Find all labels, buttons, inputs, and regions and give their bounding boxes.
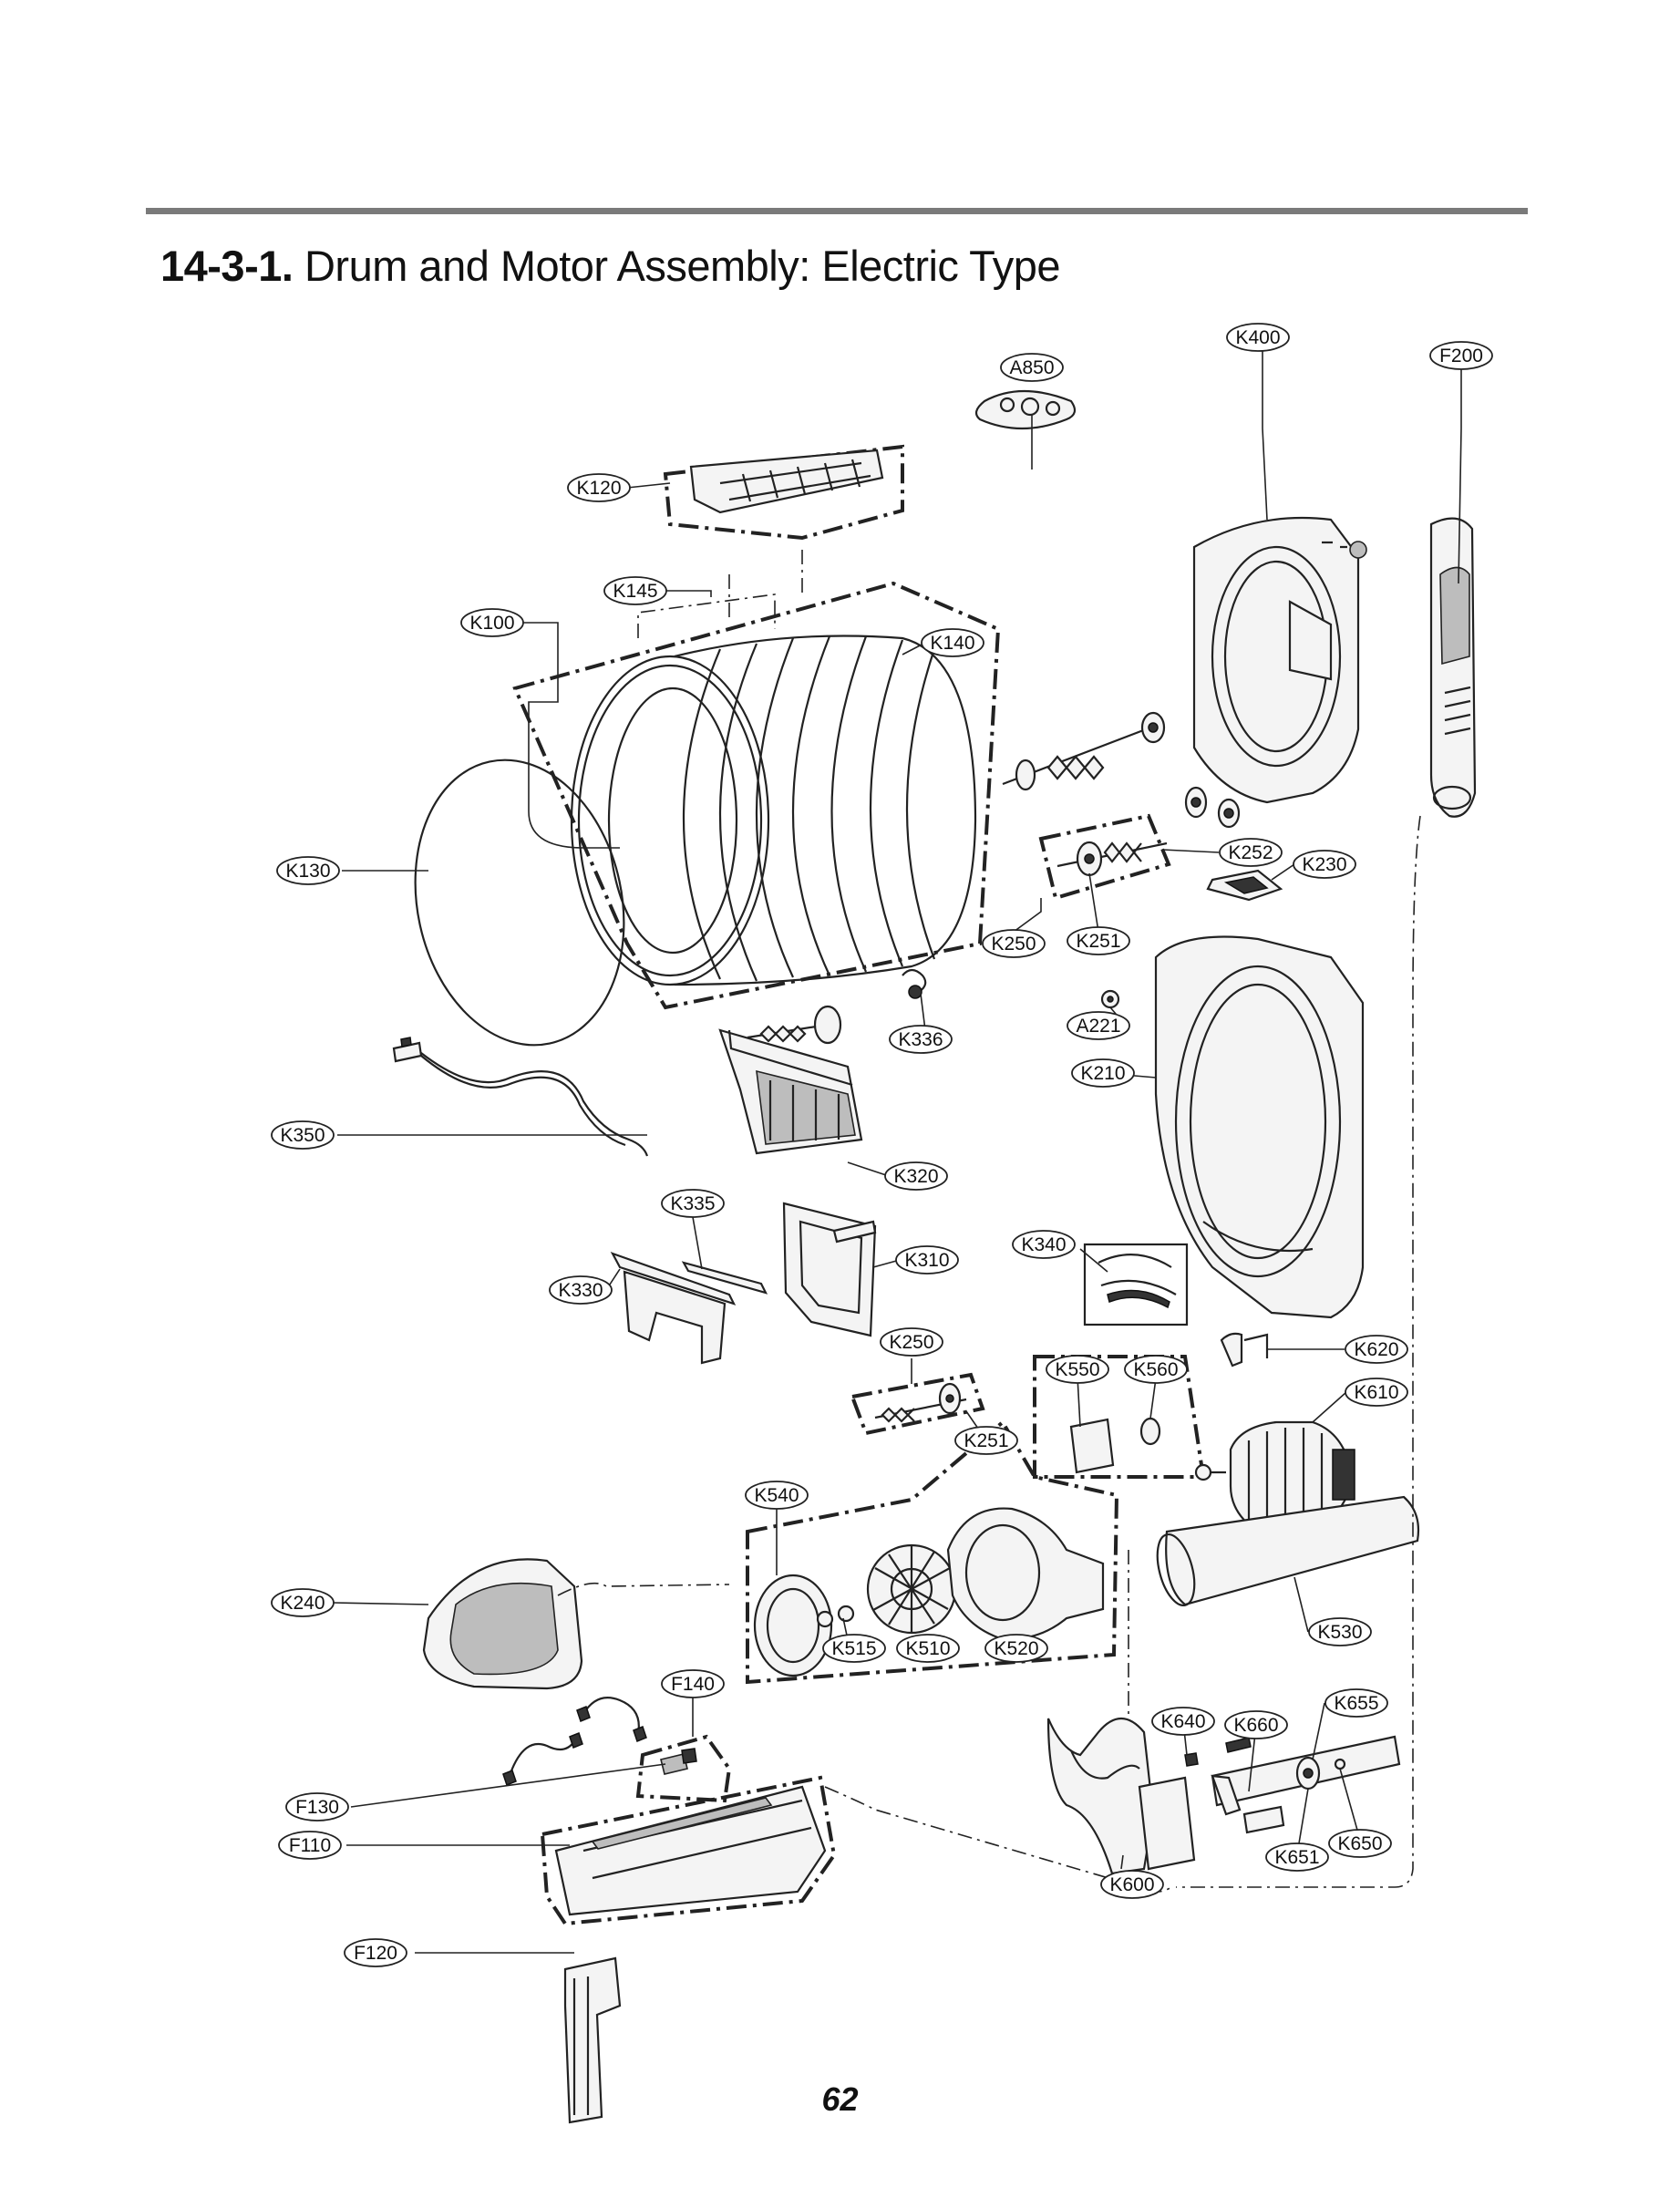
page-title: 14-3-1. Drum and Motor Assembly: Electri…	[160, 241, 1061, 291]
part-label-text: K610	[1354, 1382, 1398, 1403]
part-label-k655: K655	[1324, 1688, 1388, 1718]
part-label-text: K250	[889, 1332, 933, 1353]
part-label-k210: K210	[1071, 1058, 1135, 1088]
part-label-text: K252	[1228, 842, 1273, 863]
part-label-k640: K640	[1151, 1707, 1215, 1736]
part-label-f120: F120	[344, 1938, 407, 1967]
part-label-k550: K550	[1046, 1355, 1109, 1384]
part-label-text: F130	[295, 1797, 339, 1818]
part-label-k140: K140	[921, 628, 984, 657]
part-label-k100: K100	[460, 608, 524, 637]
section-number: 14-3-1.	[160, 242, 294, 290]
part-label-k310: K310	[895, 1245, 959, 1275]
part-label-text: K310	[904, 1250, 949, 1271]
part-label-text: K350	[280, 1125, 325, 1146]
part-label-text: K620	[1354, 1339, 1398, 1360]
part-label-text: K600	[1109, 1874, 1154, 1895]
part-label-text: K250	[991, 934, 1036, 955]
part-label-k251: K251	[1067, 926, 1130, 955]
part-label-text: K655	[1334, 1693, 1378, 1714]
part-label-k251: K251	[954, 1426, 1018, 1455]
part-label-a850: A850	[1000, 353, 1064, 382]
part-label-text: K540	[754, 1485, 799, 1506]
part-label-f200: F200	[1429, 341, 1493, 370]
part-label-text: K640	[1160, 1711, 1205, 1732]
part-label-k130: K130	[276, 856, 340, 885]
part-label-k540: K540	[745, 1481, 809, 1510]
part-label-k651: K651	[1265, 1842, 1329, 1872]
part-label-k340: K340	[1012, 1230, 1076, 1259]
part-label-text: F200	[1439, 346, 1483, 366]
part-label-k250: K250	[880, 1327, 943, 1357]
part-label-k530: K530	[1308, 1617, 1372, 1646]
part-label-text: F140	[671, 1674, 715, 1695]
part-label-k600: K600	[1100, 1870, 1164, 1899]
part-label-text: A221	[1076, 1016, 1120, 1037]
section-title: Drum and Motor Assembly: Electric Type	[304, 242, 1061, 290]
part-label-k510: K510	[896, 1634, 960, 1663]
part-label-text: K140	[930, 633, 974, 654]
part-label-k335: K335	[661, 1189, 725, 1218]
part-label-text: K100	[469, 613, 514, 634]
part-label-text: K336	[898, 1029, 943, 1050]
part-label-text: K240	[280, 1593, 325, 1614]
part-label-k320: K320	[884, 1161, 948, 1191]
header-rule	[146, 208, 1528, 214]
part-label-k515: K515	[822, 1634, 886, 1663]
part-label-k250: K250	[982, 929, 1046, 958]
part-label-k330: K330	[549, 1275, 613, 1305]
part-label-text: K520	[994, 1638, 1038, 1659]
part-label-text: K330	[558, 1280, 603, 1301]
part-label-f130: F130	[285, 1792, 349, 1822]
part-label-k336: K336	[889, 1025, 953, 1054]
part-label-k230: K230	[1293, 850, 1356, 879]
part-label-text: F120	[354, 1943, 397, 1964]
part-label-text: K660	[1233, 1715, 1278, 1736]
part-label-text: K335	[670, 1193, 715, 1214]
part-label-k560: K560	[1124, 1355, 1188, 1384]
part-label-text: K320	[893, 1166, 938, 1187]
part-label-text: F110	[289, 1835, 331, 1856]
part-label-text: K515	[831, 1638, 876, 1659]
part-label-text: K530	[1317, 1622, 1362, 1643]
part-label-a221: A221	[1067, 1011, 1130, 1040]
part-label-text: K550	[1055, 1359, 1099, 1380]
part-label-text: K130	[285, 861, 330, 882]
parts-artwork	[392, 389, 1477, 2124]
part-label-text: K650	[1337, 1833, 1382, 1854]
part-label-k650: K650	[1328, 1829, 1392, 1858]
part-label-text: K510	[905, 1638, 950, 1659]
part-label-text: K210	[1080, 1063, 1125, 1084]
part-label-k145: K145	[603, 576, 667, 605]
part-label-text: K230	[1302, 854, 1346, 875]
part-label-k520: K520	[984, 1634, 1048, 1663]
page-number: 62	[821, 2080, 859, 2118]
part-label-text: K651	[1274, 1847, 1319, 1868]
part-label-k350: K350	[271, 1120, 335, 1150]
part-label-text: K251	[964, 1430, 1008, 1451]
part-label-text: K120	[576, 478, 621, 499]
part-label-text: K340	[1021, 1234, 1066, 1255]
part-label-text: K560	[1133, 1359, 1178, 1380]
part-label-f110: F110	[278, 1831, 342, 1860]
part-label-k400: K400	[1226, 323, 1290, 352]
part-label-k610: K610	[1345, 1378, 1408, 1407]
part-label-k120: K120	[567, 473, 631, 502]
part-label-text: K400	[1235, 327, 1280, 348]
part-label-k620: K620	[1345, 1335, 1408, 1364]
part-label-k240: K240	[271, 1588, 335, 1617]
part-label-text: K145	[613, 581, 657, 602]
part-label-text: A850	[1009, 357, 1054, 378]
part-label-k252: K252	[1219, 838, 1283, 867]
part-label-k660: K660	[1224, 1710, 1288, 1739]
part-label-text: K251	[1076, 931, 1120, 952]
part-label-f140: F140	[661, 1669, 725, 1698]
